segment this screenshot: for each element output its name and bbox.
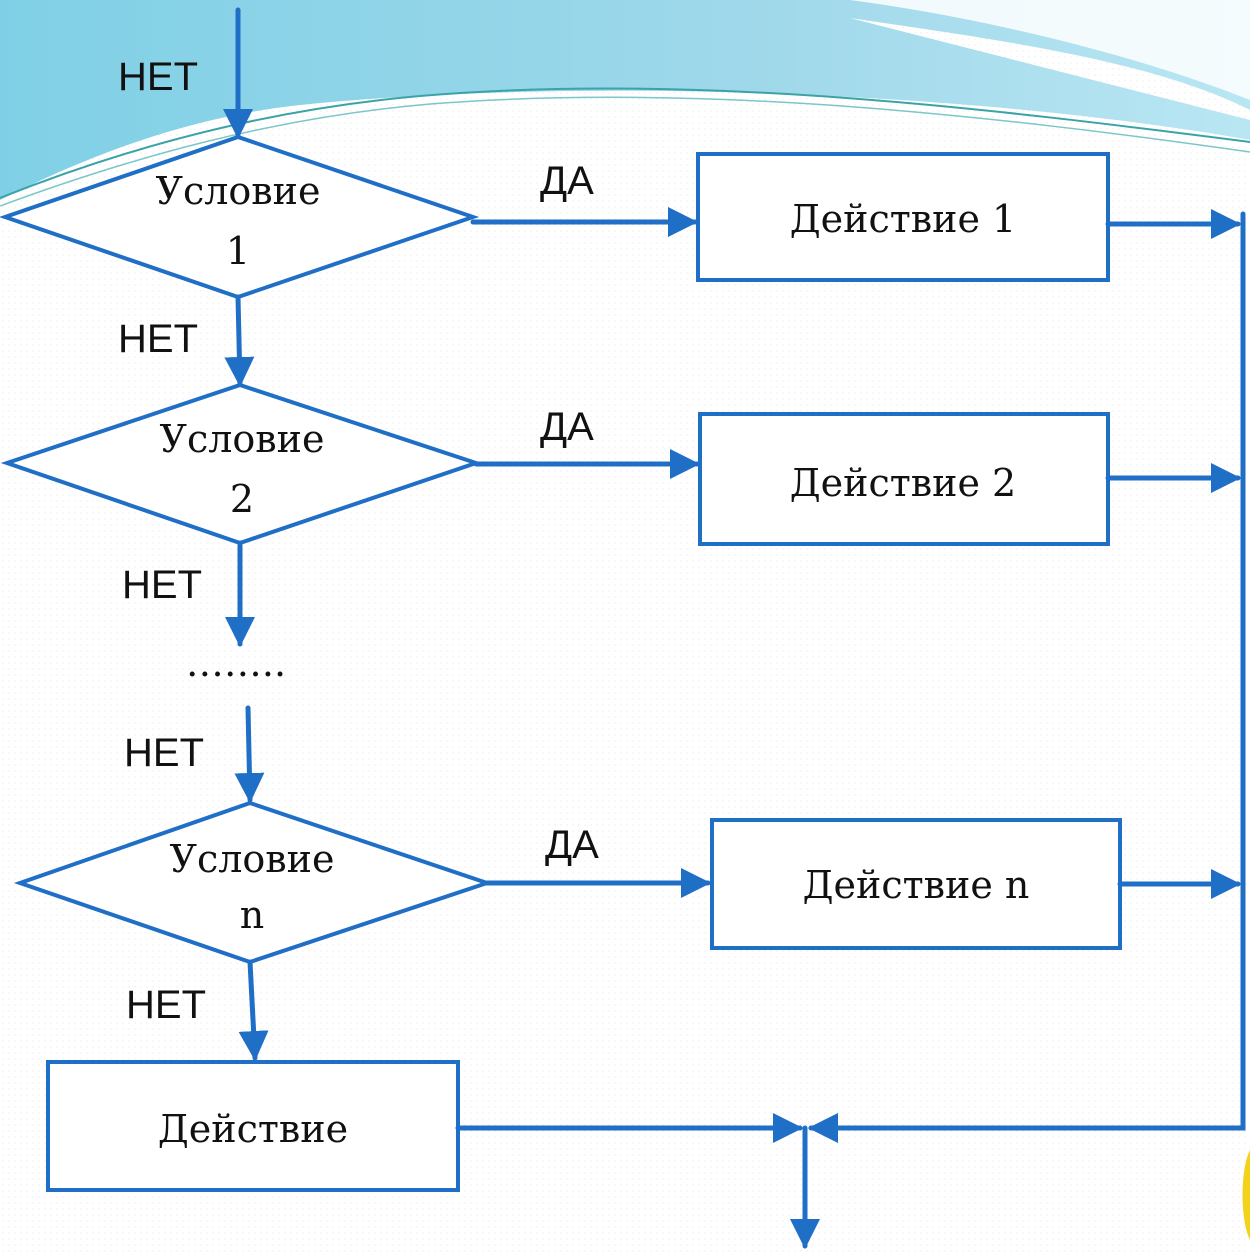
ellipsis: …….. (186, 641, 286, 685)
yes-label-1: ДА (540, 159, 594, 203)
decorative-wave-line (0, 87, 1250, 199)
no-arrow-1 (224, 294, 255, 387)
action-1-label: Действие 1 (790, 197, 1016, 241)
decorative-wave (0, 0, 1250, 200)
no-arrow-n (238, 959, 269, 1061)
no-label-2: НЕТ (122, 563, 202, 607)
collector-line (808, 211, 1246, 1143)
yes-label-n: ДА (545, 823, 599, 867)
condition-1-label: Условие (156, 169, 321, 213)
no-label-1: НЕТ (118, 317, 198, 361)
flowchart: НЕТ Условие 1 ДА Действие 1 НЕТ Условие … (0, 7, 1246, 1249)
no-label-entry: НЕТ (118, 55, 198, 99)
condition-n-label: Условие (170, 837, 335, 881)
action-n-box (710, 818, 1122, 950)
no-label-3: НЕТ (124, 731, 204, 775)
no-arrow-3 (234, 705, 265, 803)
condition-1-number: 1 (226, 229, 250, 273)
yes-label-2: ДА (540, 405, 594, 449)
condition-2-label: Условие (160, 417, 325, 461)
decorative-wave-line-2 (0, 96, 1250, 207)
condition-2-number: 2 (230, 477, 254, 521)
action-else-box (46, 1060, 460, 1192)
decorative-wave-highlight (850, 0, 1250, 100)
corner-decoration (1242, 1150, 1250, 1240)
no-label-n: НЕТ (126, 983, 206, 1027)
action-1-box (696, 152, 1110, 282)
action-n-label: Действие n (803, 863, 1030, 907)
action-2-label: Действие 2 (790, 461, 1016, 505)
condition-n-number: n (240, 893, 264, 937)
action-else-label: Действие (158, 1107, 348, 1151)
action-2-box (698, 412, 1110, 546)
